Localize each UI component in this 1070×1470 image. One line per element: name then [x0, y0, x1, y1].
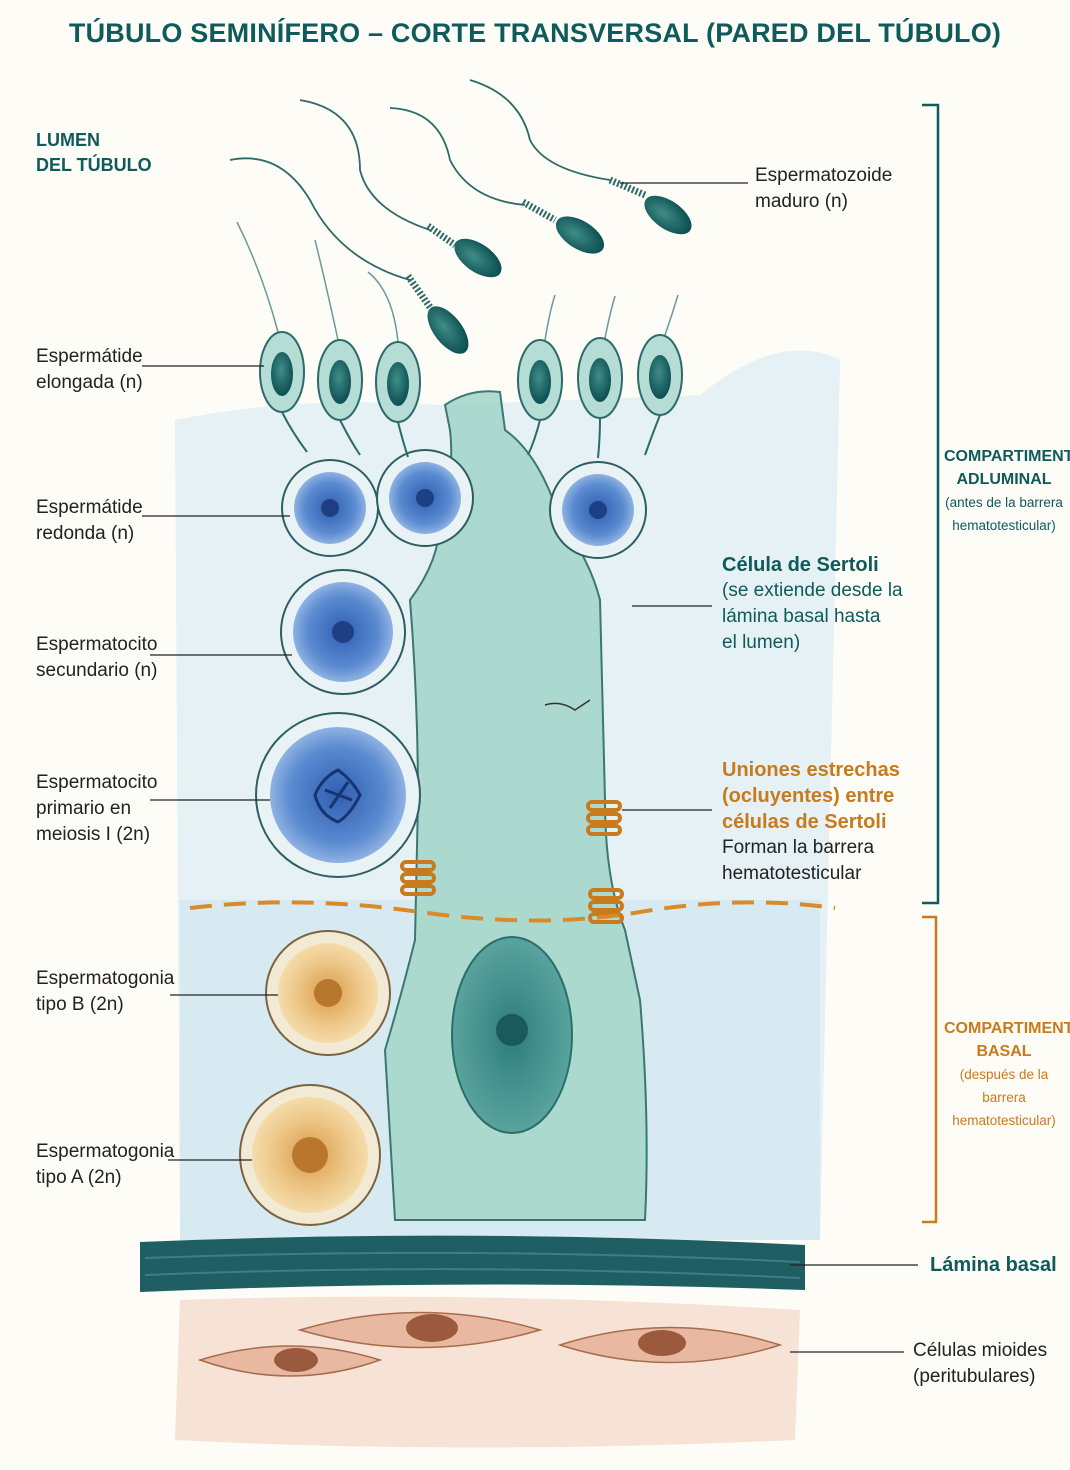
tight-junctions — [400, 800, 624, 924]
label-mature-spermatozoon: Espermatozoide maduro (n) — [755, 165, 893, 212]
label-spermatogonia-a: Espermatogonia tipo A (2n) — [36, 1141, 175, 1188]
label-sertoli-cell: Célula de Sertoli (se extiende desde la … — [722, 554, 903, 653]
label-basal-compartment: COMPARTIMENTO BASAL (después de la barre… — [944, 1020, 1070, 1128]
label-secondary-spermatocyte: Espermatocito secundario (n) — [36, 634, 158, 681]
myoid-cells — [175, 1296, 800, 1448]
lumen-label: LUMEN DEL TÚBULO — [36, 130, 152, 175]
label-primary-spermatocyte: Espermatocito primario en meiosis I (2n) — [36, 772, 158, 845]
label-tight-junctions: Uniones estrechas (ocluyentes) entre cél… — [722, 759, 900, 884]
adluminal-bracket — [922, 103, 940, 905]
diagram-title: TÚBULO SEMINÍFERO – CORTE TRANSVERSAL (P… — [68, 18, 1002, 48]
label-basal-lamina: Lámina basal — [930, 1254, 1057, 1276]
elongated-spermatids — [236, 221, 683, 459]
spermatogonia-type-a-cell — [239, 1084, 381, 1226]
spermatogonia-type-b-cell — [265, 930, 391, 1056]
tight-junction-left — [400, 860, 436, 896]
secondary-spermatocyte-cell — [280, 569, 406, 695]
label-spermatogonia-b: Espermatogonia tipo B (2n) — [36, 968, 175, 1015]
basal-lamina — [140, 1235, 805, 1292]
mature-spermatozoa — [229, 79, 692, 354]
label-round-spermatid: Espermátide redonda (n) — [36, 497, 143, 544]
basal-bracket — [922, 915, 938, 1224]
leader-lines — [142, 182, 918, 1353]
primary-spermatocyte-cell — [255, 712, 421, 878]
round-spermatid-cells — [281, 449, 647, 559]
tight-junction-right-lower — [588, 888, 624, 924]
tight-junction-right-upper — [586, 800, 622, 836]
label-adluminal-compartment: COMPARTIMENTO ADLUMINAL (antes de la bar… — [944, 448, 1070, 533]
blood-testis-barrier-line — [189, 900, 836, 923]
label-myoid-cells: Células mioides (peritubulares) — [913, 1340, 1048, 1387]
label-elongated-spermatid: Espermátide elongada (n) — [36, 346, 143, 393]
